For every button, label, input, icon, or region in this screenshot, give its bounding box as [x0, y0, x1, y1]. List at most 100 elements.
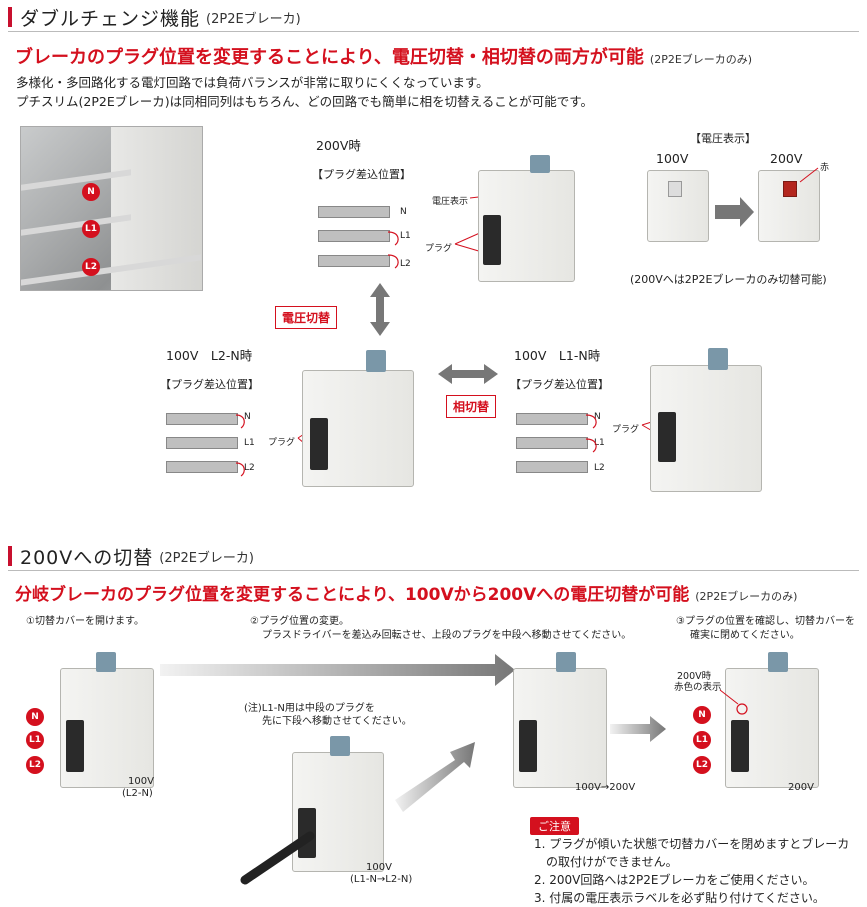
desc-line: 多様化・多回路化する電灯回路では負荷バランスが非常に取りにくくなっています。: [16, 75, 489, 90]
desc-line: プチスリム(2P2Eブレーカ)は同相同列はもちろん、どの回路でも簡単に相を切替え…: [16, 94, 593, 109]
headline-text: 分岐ブレーカのプラグ位置を変更することにより、100Vから200Vへの電圧切替が…: [15, 585, 690, 605]
l1n-note-line2: 先に下段へ移動させてください。: [262, 716, 412, 727]
divider: [8, 570, 859, 571]
step1-badge-n: N: [26, 708, 44, 726]
plug-bar-n: [166, 413, 238, 425]
plug-bar-n: [318, 206, 390, 218]
plug-label: プラグ: [612, 425, 640, 435]
display-200v: [758, 170, 820, 242]
plug-label: プラグ: [268, 438, 296, 448]
plug-bar-l2: [166, 461, 238, 473]
caption4: 200V: [788, 782, 814, 793]
plug-bar-l1: [516, 437, 588, 449]
headline-text: ブレーカのプラグ位置を変更することにより、電圧切替・相切替の両方が可能: [15, 47, 644, 68]
breaker-handle: [366, 350, 386, 372]
photo-label-n: N: [82, 183, 100, 201]
breaker-handle: [708, 348, 728, 370]
v100-l2n-title: 100V L2-N時: [166, 348, 253, 363]
step3-line1: ③プラグの位置を確認し、切替カバーを: [676, 616, 855, 627]
step2-line1: ②プラグ位置の変更。: [250, 616, 349, 627]
voltage-display-label: 電圧表示: [432, 197, 469, 207]
step1-badge-l1: L1: [26, 731, 44, 749]
headline-note: (2P2Eブレーカのみ): [649, 53, 753, 66]
caution-item: 2. 200V回路へは2P2Eブレーカをご使用ください。: [534, 873, 815, 887]
plug-bar-l1: [318, 230, 390, 242]
row-label-n: N: [244, 412, 251, 422]
row-label-l1: L1: [400, 231, 411, 241]
breaker-handle: [330, 736, 350, 756]
breaker-handle: [768, 652, 788, 672]
photo-label-l1: L1: [82, 220, 100, 238]
breaker-plugs: [66, 720, 84, 772]
step1-badge-l2: L2: [26, 756, 44, 774]
row-label-l2: L2: [244, 463, 255, 473]
red-indicator-label: 赤: [820, 163, 830, 173]
section2-subtitle: (2P2Eブレーカ): [159, 550, 255, 566]
section1-subtitle: (2P2Eブレーカ): [206, 11, 301, 27]
voltage-left-label: 100V: [656, 151, 689, 166]
indicator-window: [668, 181, 682, 197]
section1-title: ダブルチェンジ機能: [20, 7, 201, 30]
phase-switch-label: 相切替: [446, 395, 497, 418]
breaker-plugs: [658, 412, 676, 462]
row-label-n: N: [400, 207, 407, 217]
v100-l1n-plug-pos: 【プラグ差込位置】: [510, 378, 609, 391]
voltage-note: (200Vへは2P2Eブレーカのみ切替可能): [630, 273, 827, 286]
voltage-right-label: 200V: [770, 151, 803, 166]
caution-item: の取付けができません。: [534, 855, 678, 869]
caption3: 100V→200V: [575, 782, 636, 793]
row-label-l1: L1: [244, 438, 255, 448]
red-display-line1: 200V時: [677, 671, 712, 682]
section1-description: 多様化・多回路化する電灯回路では負荷バランスが非常に取りにくくなっています。 プ…: [16, 73, 593, 111]
voltage-panel-title: 【電圧表示】: [690, 132, 756, 145]
step3-badge-n: N: [693, 706, 711, 724]
red-display-line2: 赤色の表示: [674, 682, 722, 693]
caption1-line1: 100V: [128, 776, 154, 787]
plug-label: プラグ: [425, 244, 453, 254]
v200-title: 200V時: [316, 138, 361, 153]
breaker-plugs: [519, 720, 537, 772]
divider: [8, 31, 859, 32]
plug-bar-l2: [516, 461, 588, 473]
breaker-plugs: [483, 215, 501, 265]
step2-line2: プラスドライバーを差込み回転させ、上段のプラグを中段へ移動させてください。: [262, 630, 632, 641]
section-marker: [8, 7, 12, 27]
voltage-switch-label: 電圧切替: [275, 306, 338, 329]
step3-line2: 確実に閉めてください。: [690, 630, 800, 641]
plug-bar-l2: [318, 255, 390, 267]
row-label-l1: L1: [594, 438, 605, 448]
l1n-note-line1: (注)L1-N用は中段のプラグを: [244, 703, 375, 714]
v200-plug-pos: 【プラグ差込位置】: [312, 168, 411, 181]
plug-bar-n: [516, 413, 588, 425]
caption2-line2: (L1-N→L2-N): [350, 874, 413, 885]
caution-list: 1. プラグが傾いた状態で切替カバーを閉めますとブレーカ の取付けができません。…: [534, 835, 849, 907]
step1-text: ①切替カバーを開けます。: [26, 616, 144, 627]
step3-badge-l2: L2: [693, 756, 711, 774]
breaker-handle: [556, 652, 576, 672]
v100-l2n-plug-pos: 【プラグ差込位置】: [160, 378, 259, 391]
caution-item: 1. プラグが傾いた状態で切替カバーを閉めますとブレーカ: [534, 837, 850, 851]
section2-title: 200Vへの切替: [20, 546, 154, 569]
headline-note: (2P2Eブレーカのみ): [695, 590, 798, 603]
breaker-plugs: [731, 720, 749, 772]
v100-l1n-title: 100V L1-N時: [514, 348, 601, 363]
breaker-plugs: [310, 418, 328, 470]
panel-photo: [20, 126, 203, 291]
breaker-handle: [96, 652, 116, 672]
caution-item: 3. 付属の電圧表示ラベルを必ず貼り付けてください。: [534, 891, 825, 905]
caption1-line2: (L2-N): [122, 788, 153, 799]
section2-headline: 分岐ブレーカのプラグ位置を変更することにより、100Vから200Vへの電圧切替が…: [15, 580, 797, 605]
breaker-handle: [530, 155, 550, 173]
step3-badge-l1: L1: [693, 731, 711, 749]
row-label-n: N: [594, 412, 601, 422]
photo-label-l2: L2: [82, 258, 100, 276]
indicator-window-red: [783, 181, 797, 197]
display-100v: [647, 170, 709, 242]
section1-header: ダブルチェンジ機能 (2P2Eブレーカ): [8, 6, 301, 30]
row-label-l2: L2: [400, 259, 411, 269]
